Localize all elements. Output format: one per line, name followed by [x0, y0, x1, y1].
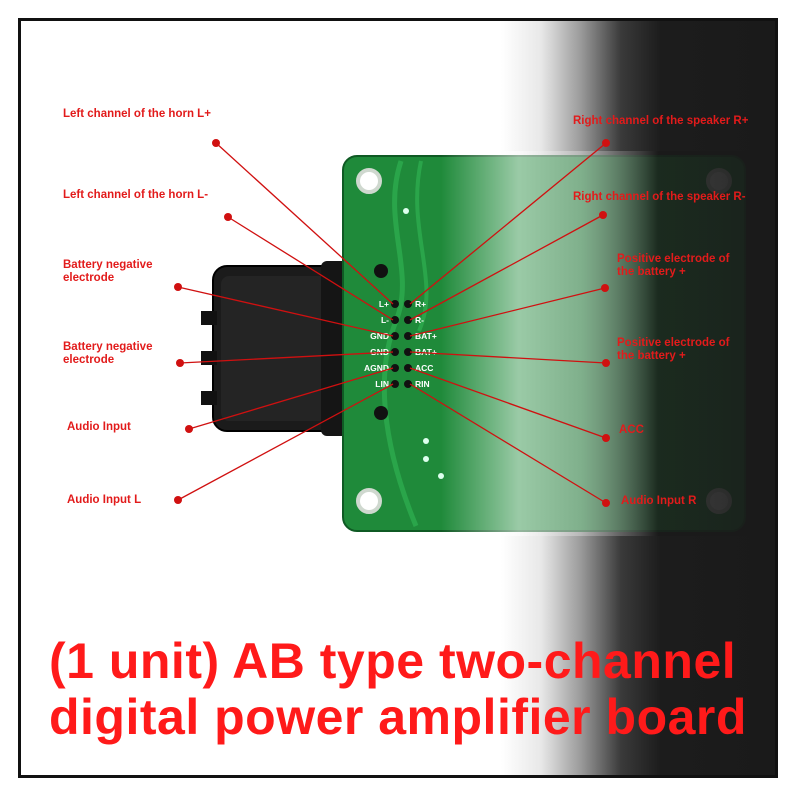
pin-label-right: ACC [415, 363, 433, 373]
pin-label-left: GND [370, 347, 389, 357]
label-acc: ACC [619, 424, 644, 436]
label-audio-input-l: Audio Input L [67, 494, 142, 506]
pin-label-left: GND [370, 331, 389, 341]
pin-label-left: LIN [375, 379, 389, 389]
label-left-horn-minus: Left channel of the horn L- [63, 189, 209, 201]
title-line-2: digital power amplifier board [49, 689, 747, 745]
pin-label-right: R+ [415, 299, 426, 309]
label-battery-positive-2: Positive electrode of the battery + [617, 337, 730, 362]
pin-label-left: L- [381, 315, 389, 325]
label-right-speaker-plus: Right channel of the speaker R+ [573, 115, 749, 127]
pin-label-right: R- [415, 315, 424, 325]
label-audio-input-r: Audio Input R [621, 495, 697, 507]
pin-label-left: AGND [364, 363, 389, 373]
pin-label-right: BAT+ [415, 331, 437, 341]
pin-header: L+ L- GND GND AGND LIN R+ R- BAT+ BAT+ A… [364, 299, 437, 389]
title-line-1: (1 unit) AB type two-channel [49, 633, 737, 689]
amplifier-board-illustration: L+ L- GND GND AGND LIN R+ R- BAT+ BAT+ A… [174, 139, 751, 536]
leader-dots [174, 139, 610, 507]
wiring-connector [201, 261, 353, 436]
label-battery-negative-1: Battery negative electrode [63, 259, 153, 284]
leader-lines [177, 142, 607, 504]
pin-label-right: BAT+ [415, 347, 437, 357]
label-audio-input: Audio Input [67, 421, 131, 433]
image-frame: L+ L- GND GND AGND LIN R+ R- BAT+ BAT+ A… [18, 18, 778, 778]
label-right-speaker-minus: Right channel of the speaker R- [573, 191, 746, 203]
fade-overlay [441, 151, 751, 536]
label-left-horn-plus: Left channel of the horn L+ [63, 108, 211, 120]
label-battery-positive-1: Positive electrode of the battery + [617, 253, 730, 278]
label-battery-negative-2: Battery negative electrode [63, 341, 153, 366]
pin-label-left: L+ [379, 299, 389, 309]
pin-label-right: RIN [415, 379, 430, 389]
